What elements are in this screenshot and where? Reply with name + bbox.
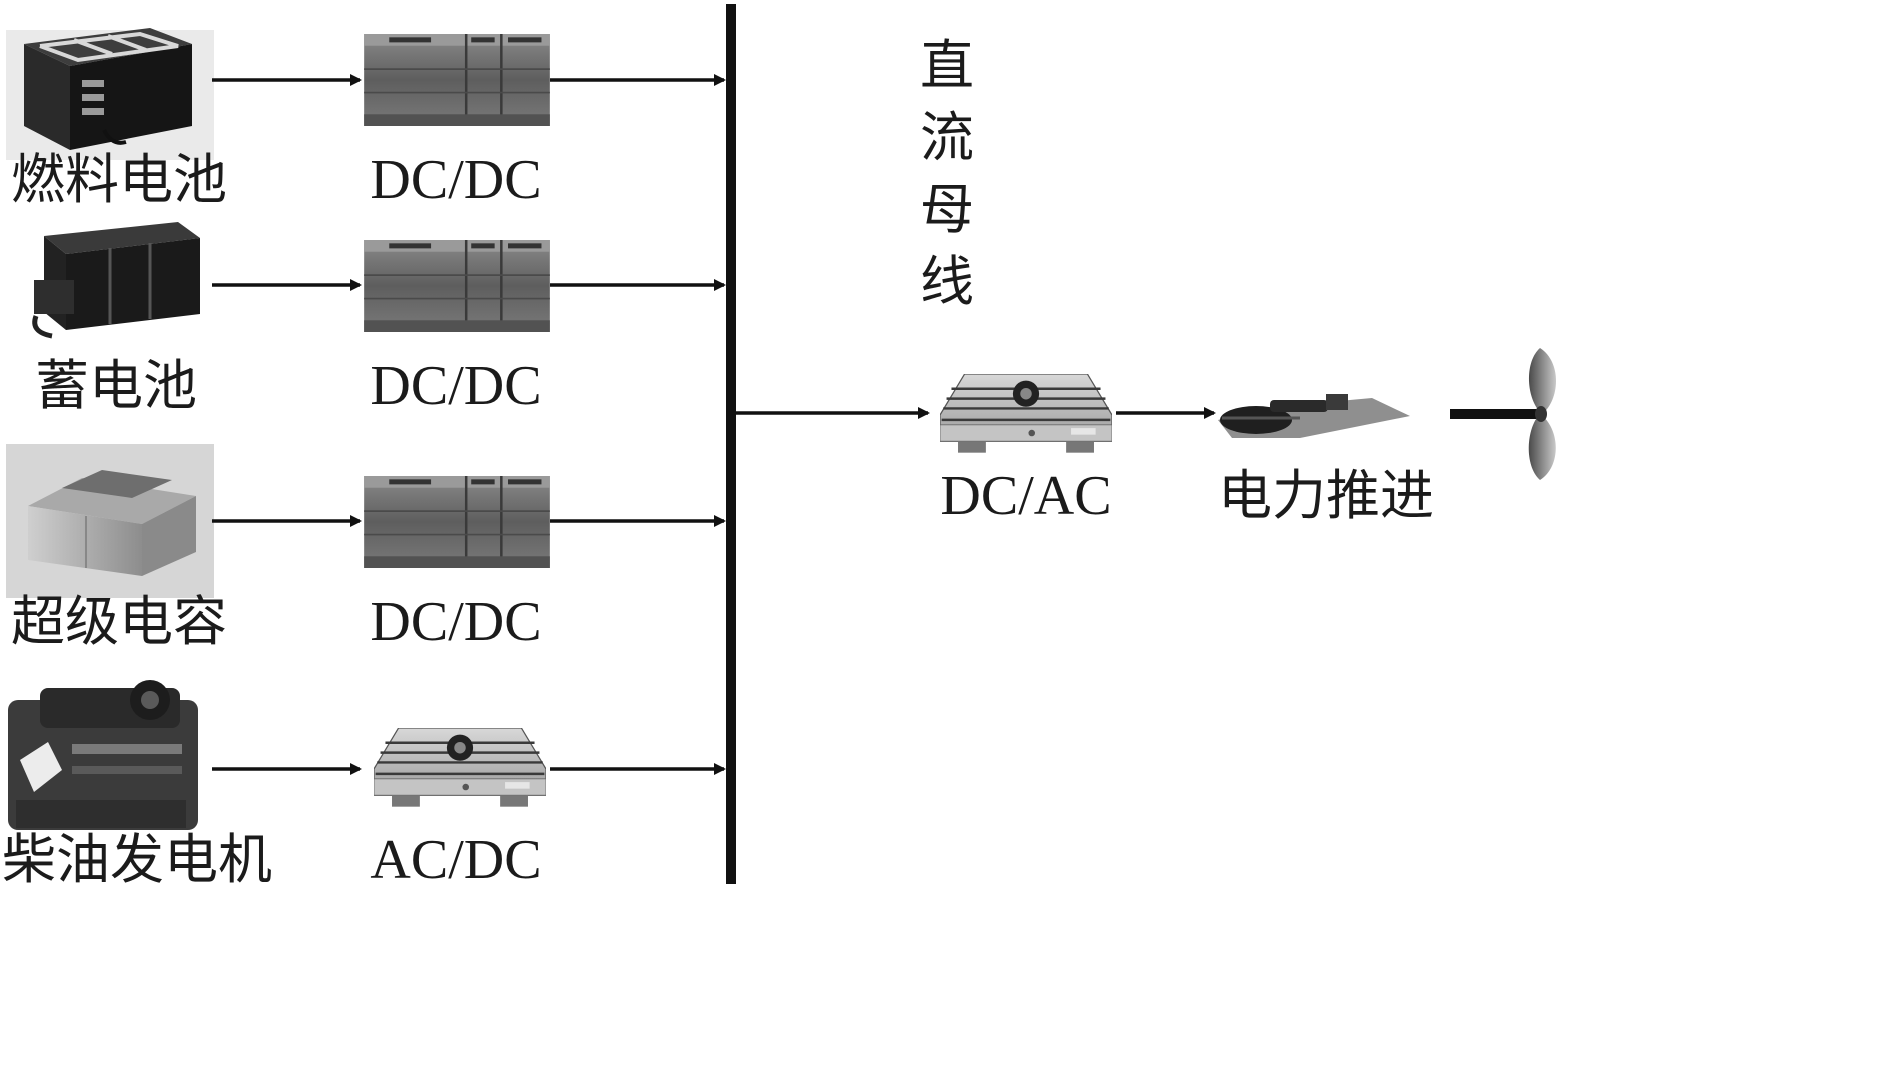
dc-bus-line bbox=[726, 4, 736, 884]
acdc-converter-icon bbox=[374, 728, 546, 808]
converter-label-3: DC/DC bbox=[370, 591, 542, 653]
propeller-icon bbox=[1450, 348, 1556, 480]
dc-bus-label-char: 母 bbox=[920, 178, 974, 241]
diesel-generator-icon bbox=[8, 680, 198, 830]
source-label-supercap: 超级电容 bbox=[11, 590, 227, 653]
dc-bus-label-char: 线 bbox=[920, 250, 974, 313]
supercapacitor-icon bbox=[6, 444, 214, 598]
battery-icon bbox=[32, 222, 200, 339]
dcdc-converter-icon bbox=[364, 476, 550, 568]
dcdc-converter-icon bbox=[364, 240, 550, 332]
converter-label-4: AC/DC bbox=[370, 829, 542, 891]
inverter-label: DC/AC bbox=[940, 465, 1112, 527]
dc-bus-label-char: 流 bbox=[920, 106, 974, 169]
converter-label-2: DC/DC bbox=[370, 355, 542, 417]
dc-bus-label-char: 直 bbox=[920, 34, 974, 97]
converter-label-1: DC/DC bbox=[370, 149, 542, 211]
fuel-cell-icon bbox=[6, 28, 214, 160]
source-label-battery: 蓄电池 bbox=[35, 354, 197, 417]
dcdc-converter-icon bbox=[364, 34, 550, 126]
source-label-fuel-cell: 燃料电池 bbox=[11, 148, 227, 211]
source-label-diesel: 柴油发电机 bbox=[2, 828, 272, 891]
propulsion-label: 电力推进 bbox=[1218, 464, 1434, 527]
dc-bus-label: 直 流 母 线 bbox=[912, 30, 982, 318]
dcac-inverter-icon bbox=[940, 374, 1112, 454]
propulsion-motor-icon bbox=[1218, 394, 1410, 438]
